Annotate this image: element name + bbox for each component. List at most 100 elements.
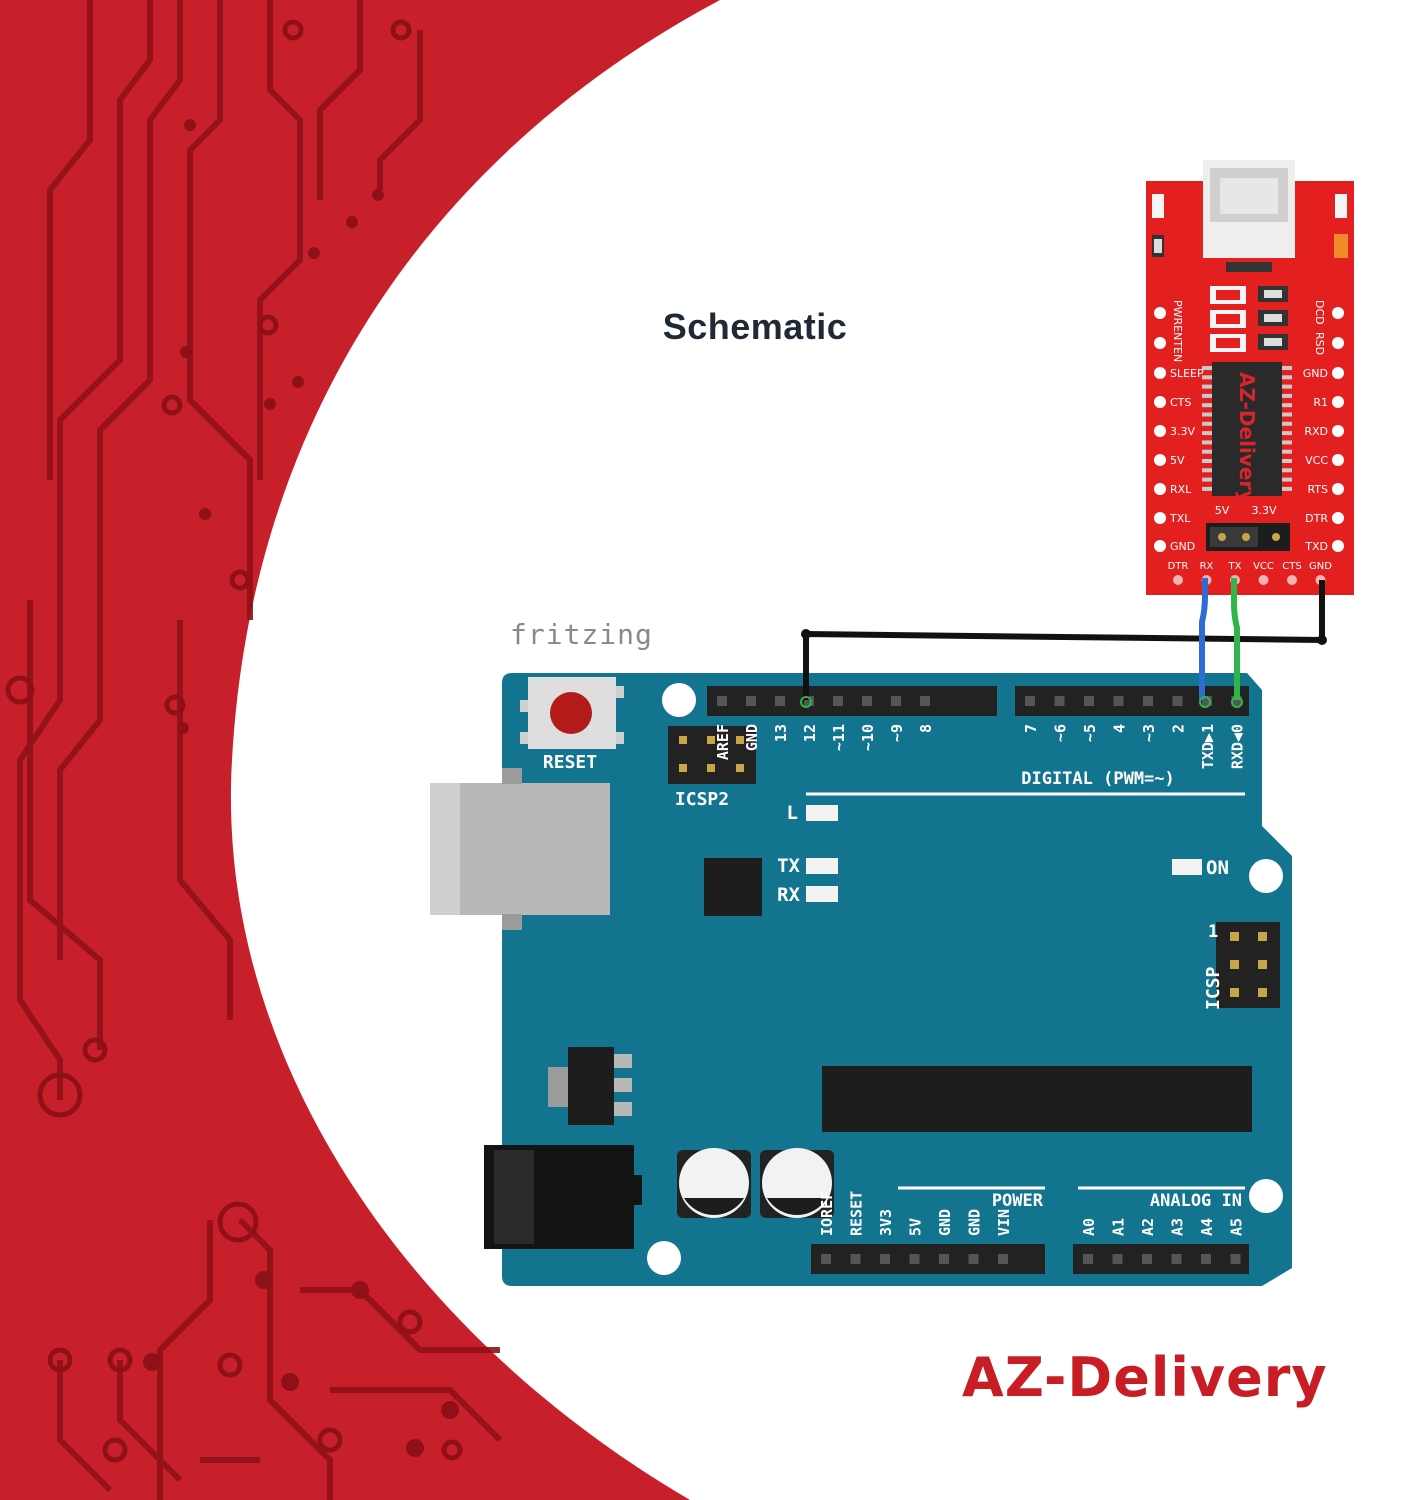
digital-pin-socket	[1025, 696, 1035, 706]
ftdi-bottom-pin	[1173, 575, 1183, 585]
digital-pin-label: ~3	[1140, 724, 1158, 742]
digital-pin-socket	[891, 696, 901, 706]
power-pin-label: GND	[936, 1209, 954, 1236]
digital-pin-socket	[1054, 696, 1065, 706]
ftdi-left-label: 5V	[1170, 454, 1185, 467]
digital-pin-label: RXD◀0	[1229, 724, 1247, 769]
ftdi-pin-hole	[1154, 337, 1166, 349]
ftdi-pin-hole	[1154, 425, 1166, 437]
power-pin-label: 5V	[907, 1218, 925, 1236]
analog-pin-socket	[1230, 1254, 1241, 1264]
digital-pin-label: TXD▶1	[1199, 724, 1217, 769]
digital-pin-socket	[804, 696, 814, 706]
fritzing-watermark: fritzing	[510, 618, 653, 651]
ftdi-pin-hole	[1332, 396, 1344, 408]
led-tx	[806, 858, 838, 874]
mounting-hole	[1249, 1179, 1283, 1213]
power-pin-socket	[909, 1254, 920, 1264]
az-delivery-logo: AZ-Delivery	[962, 1346, 1328, 1409]
icsp-label: ICSP	[1203, 966, 1224, 1010]
led-rx-label: RX	[777, 884, 800, 906]
ftdi-label-pwrenten: PWRENTEN	[1171, 300, 1184, 362]
digital-pin-label: GND	[743, 724, 761, 751]
ftdi-right-label: RTS	[1307, 483, 1328, 496]
circuit-pads	[5, 19, 463, 1463]
analog-label: ANALOG IN	[1150, 1191, 1242, 1211]
ftdi-left-label: GND	[1170, 540, 1195, 553]
analog-pin-label: A5	[1228, 1218, 1246, 1236]
mounting-hole	[1249, 859, 1283, 893]
led-l	[806, 805, 838, 821]
ftdi-pin-hole	[1332, 307, 1344, 319]
digital-pin-socket	[775, 696, 785, 706]
analog-pin-socket	[1171, 1254, 1182, 1264]
capacitor	[760, 1148, 834, 1218]
ftdi-bottom-pin	[1258, 575, 1269, 585]
digital-pin-socket	[920, 696, 930, 706]
ftdi-pin-hole	[1332, 367, 1344, 379]
led-rx	[806, 886, 838, 902]
usb-chip	[704, 858, 762, 916]
ftdi-pin-hole	[1332, 337, 1344, 349]
digital-pin-label: 12	[801, 724, 819, 742]
dc-power-jack	[484, 1145, 642, 1249]
digital-pin-socket	[1113, 696, 1124, 706]
digital-pin-label: ~5	[1081, 724, 1099, 742]
ftdi-bottom-label: GND	[1309, 561, 1332, 572]
led-on	[1172, 859, 1202, 875]
analog-pin-socket	[1201, 1254, 1211, 1264]
ftdi-left-label: SLEEP	[1170, 367, 1204, 380]
digital-pin-socket	[1231, 696, 1242, 706]
voltage-jumper[interactable]	[1206, 523, 1290, 551]
digital-pin-label: ~11	[830, 724, 848, 751]
ftdi-pin-hole	[1154, 307, 1166, 319]
smd-components	[1152, 194, 1348, 352]
mounting-hole	[647, 1241, 681, 1275]
digital-pin-socket	[1084, 696, 1094, 706]
ftdi-right-label: GND	[1303, 367, 1328, 380]
led-tx-label: TX	[777, 855, 800, 877]
digital-pin-label: ~9	[888, 724, 906, 742]
ftdi-label-dcd: DCD	[1313, 300, 1326, 325]
analog-pin-label: A4	[1198, 1218, 1216, 1236]
power-label: POWER	[992, 1191, 1044, 1211]
ftdi-pin-hole	[1154, 454, 1166, 466]
power-pin-socket	[821, 1254, 831, 1264]
atmega-chip	[822, 1066, 1252, 1132]
icsp2-header	[668, 726, 756, 784]
digital-pin-label: 7	[1022, 724, 1040, 733]
capacitor	[677, 1148, 751, 1218]
ftdi-bottom-label: TX	[1228, 561, 1242, 572]
ftdi-left-label: CTS	[1170, 396, 1191, 409]
reset-button[interactable]	[520, 677, 624, 749]
analog-pin-socket	[1083, 1254, 1093, 1264]
wire-tx-to-rx	[1231, 578, 1240, 700]
power-pin-socket	[998, 1254, 1008, 1264]
digital-pin-label: ~6	[1052, 724, 1070, 742]
ftdi-left-label: 3.3V	[1170, 425, 1195, 438]
power-pin-socket	[968, 1254, 979, 1264]
power-header	[811, 1244, 1045, 1274]
mounting-hole	[662, 683, 696, 717]
ftdi-right-label: RXD	[1304, 425, 1328, 438]
power-pin-label: 3V3	[877, 1209, 895, 1236]
power-pin-label: RESET	[848, 1191, 866, 1236]
digital-pin-label: 4	[1111, 724, 1129, 733]
led-on-label: ON	[1206, 857, 1229, 879]
digital-pin-label: AREF	[714, 724, 732, 760]
page-title: Schematic	[662, 306, 848, 347]
ftdi-bottom-label: RX	[1200, 561, 1214, 572]
analog-pin-label: A1	[1110, 1218, 1128, 1236]
ftdi-pin-hole	[1332, 540, 1344, 552]
digital-header-right	[1015, 686, 1249, 716]
wire-gnd	[803, 580, 1325, 700]
analog-pin-socket	[1112, 1254, 1123, 1264]
